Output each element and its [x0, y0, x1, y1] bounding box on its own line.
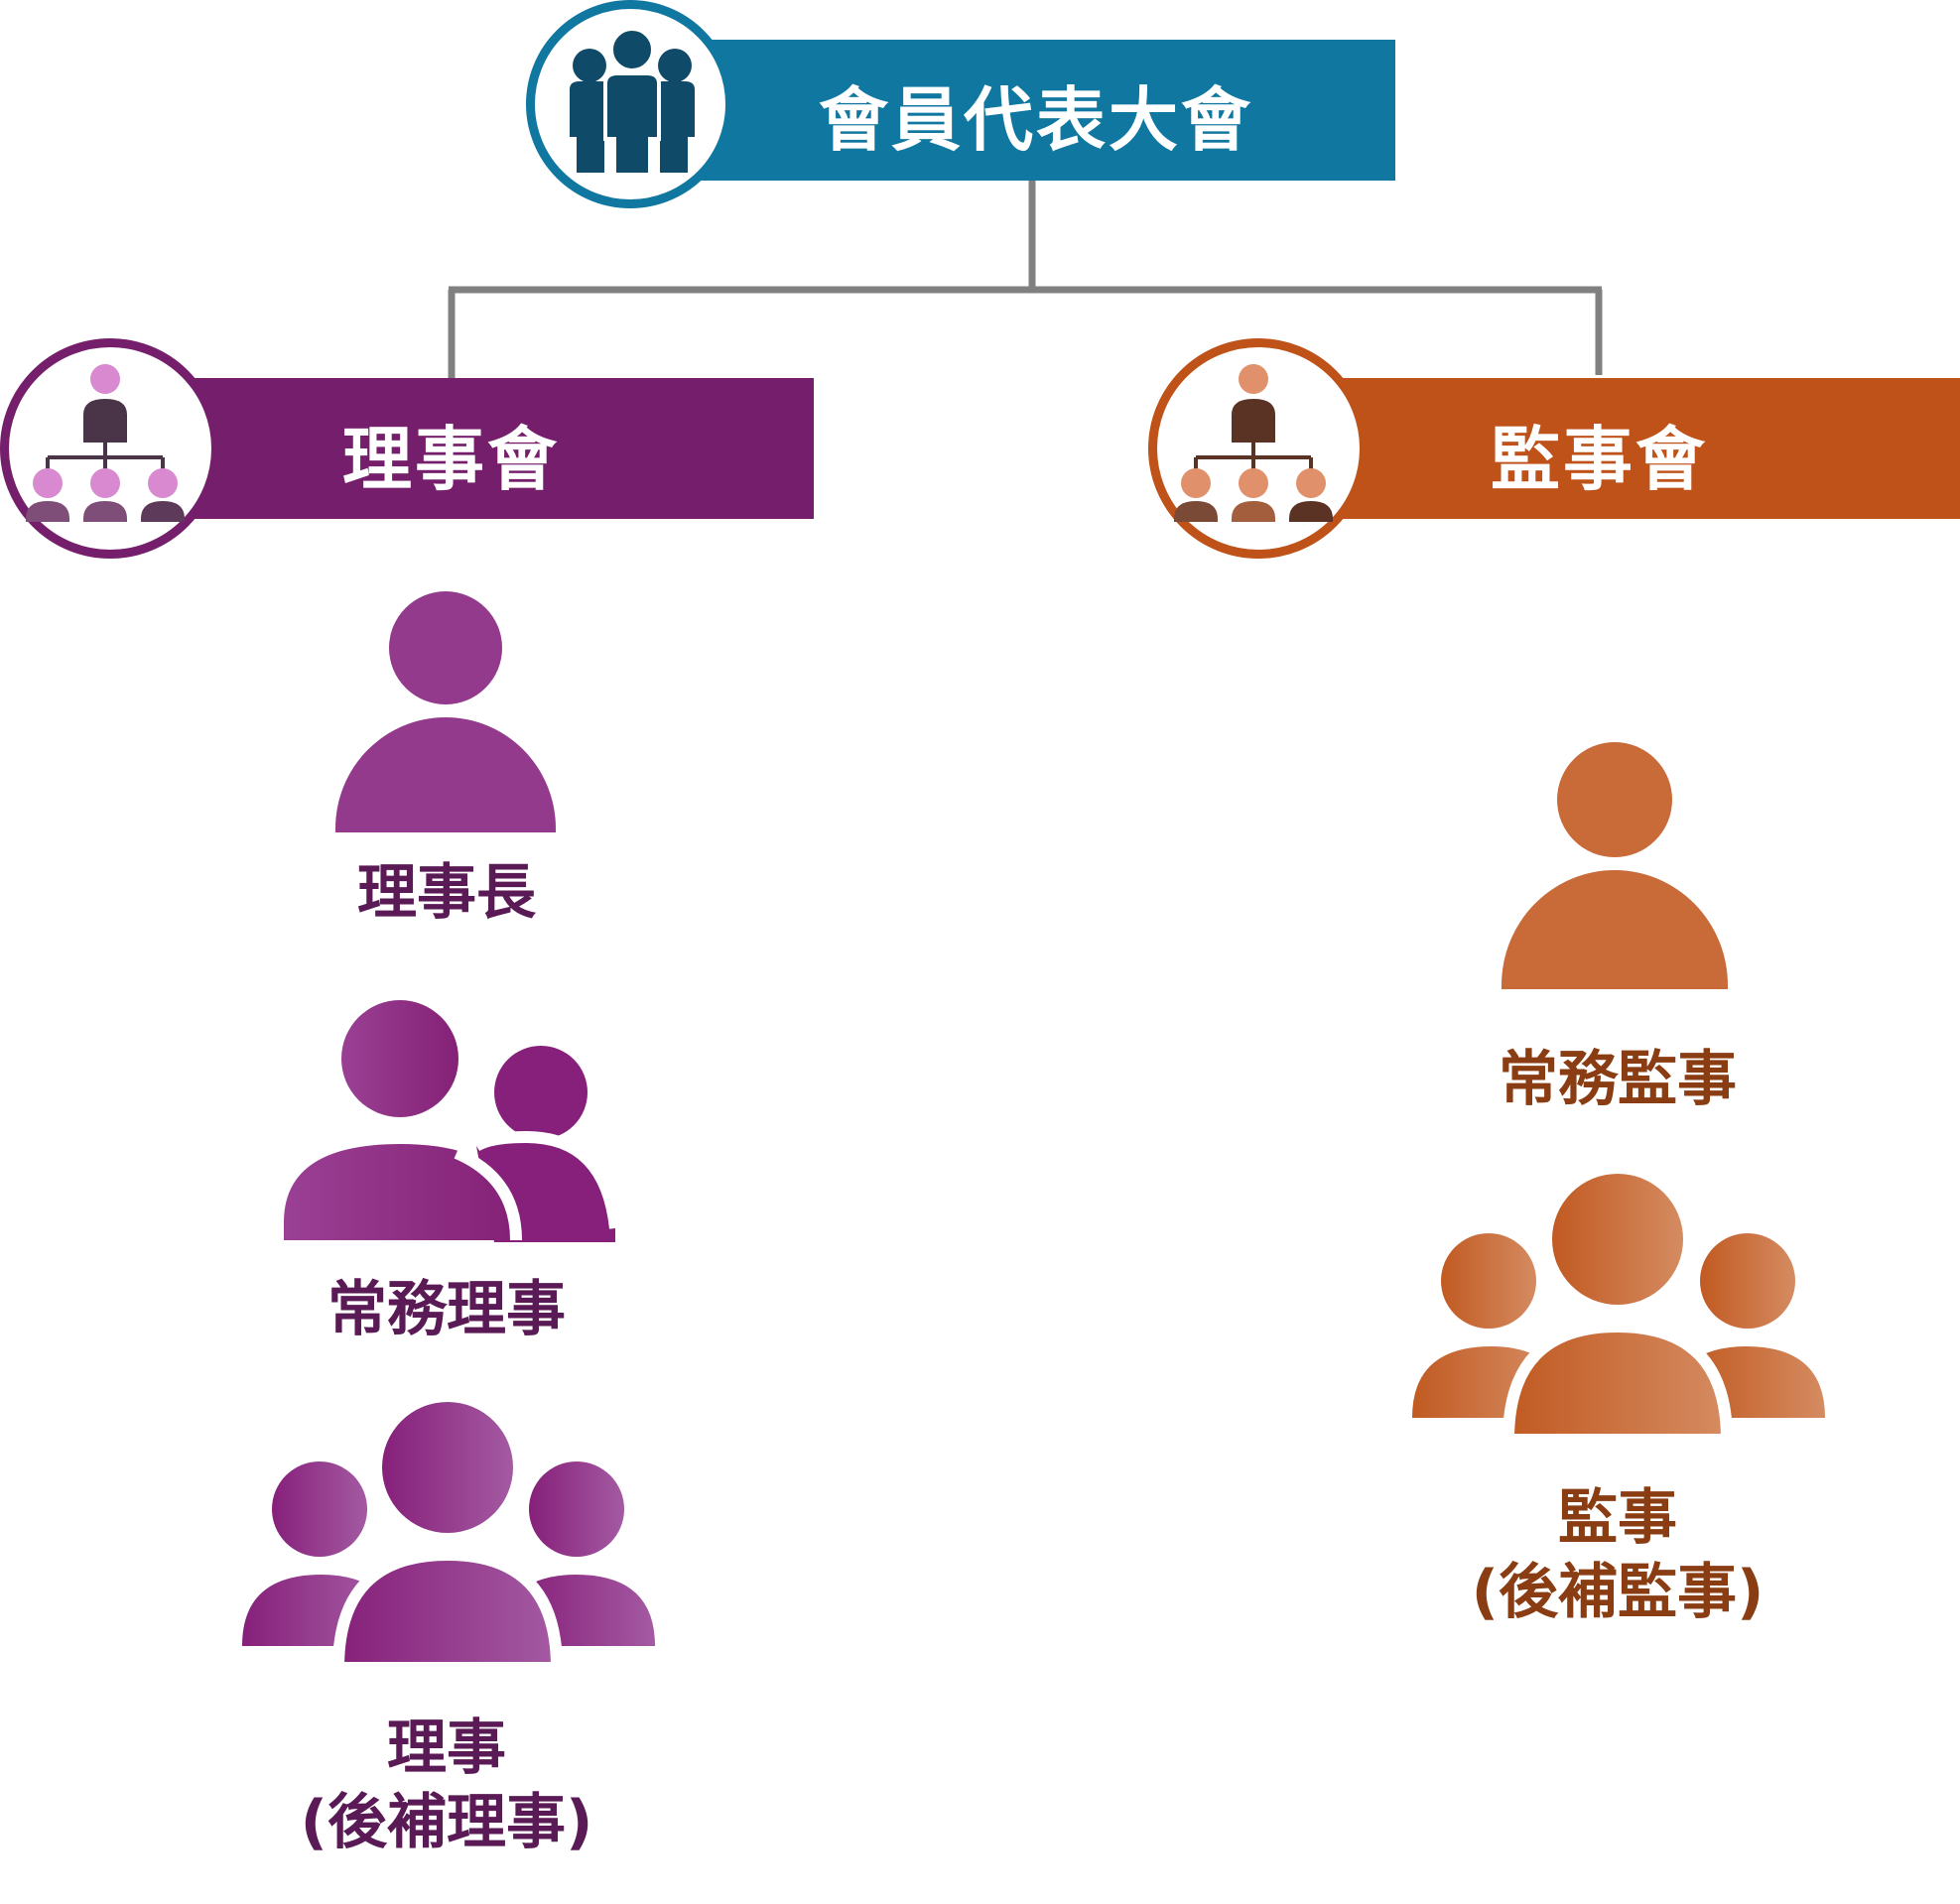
directors-icon	[242, 1402, 655, 1674]
org-chart-icon	[1174, 364, 1333, 522]
supervisory-title: 監事會	[1491, 419, 1708, 500]
supervisors-label-line2: (後補監事)	[1471, 1558, 1764, 1627]
supervisors-label: 監事 (後補監事)	[1449, 1481, 1786, 1630]
standing-supervisor-icon	[1502, 742, 1728, 989]
board-banner	[149, 378, 814, 519]
standing-directors-label: 常務理事	[327, 1275, 566, 1344]
standing-directors-icon	[284, 1000, 621, 1242]
group-people-icon	[570, 27, 695, 177]
directors-label-line1: 理事	[387, 1714, 506, 1783]
board-title: 理事會	[342, 419, 560, 500]
top-node[interactable]: 會員代表大會	[526, 0, 1399, 223]
board-node[interactable]: 理事會	[0, 335, 819, 564]
supervisory-icon-circle	[1148, 338, 1369, 559]
org-chart-icon	[26, 364, 185, 522]
chair-person-icon	[335, 591, 556, 832]
standing-supervisor-label: 常務監事	[1499, 1045, 1737, 1114]
supervisory-banner	[1297, 378, 1960, 519]
chair-label: 理事長	[357, 858, 536, 928]
directors-label-line2: (後補理事)	[300, 1788, 593, 1857]
supervisors-label-line1: 監事	[1558, 1483, 1677, 1553]
top-title: 會員代表大會	[819, 79, 1253, 161]
supervisory-node[interactable]: 監事會	[1148, 335, 1960, 564]
supervisors-icon	[1412, 1174, 1825, 1446]
top-banner	[695, 40, 1395, 181]
directors-label: 理事 (後補理事)	[278, 1712, 615, 1860]
